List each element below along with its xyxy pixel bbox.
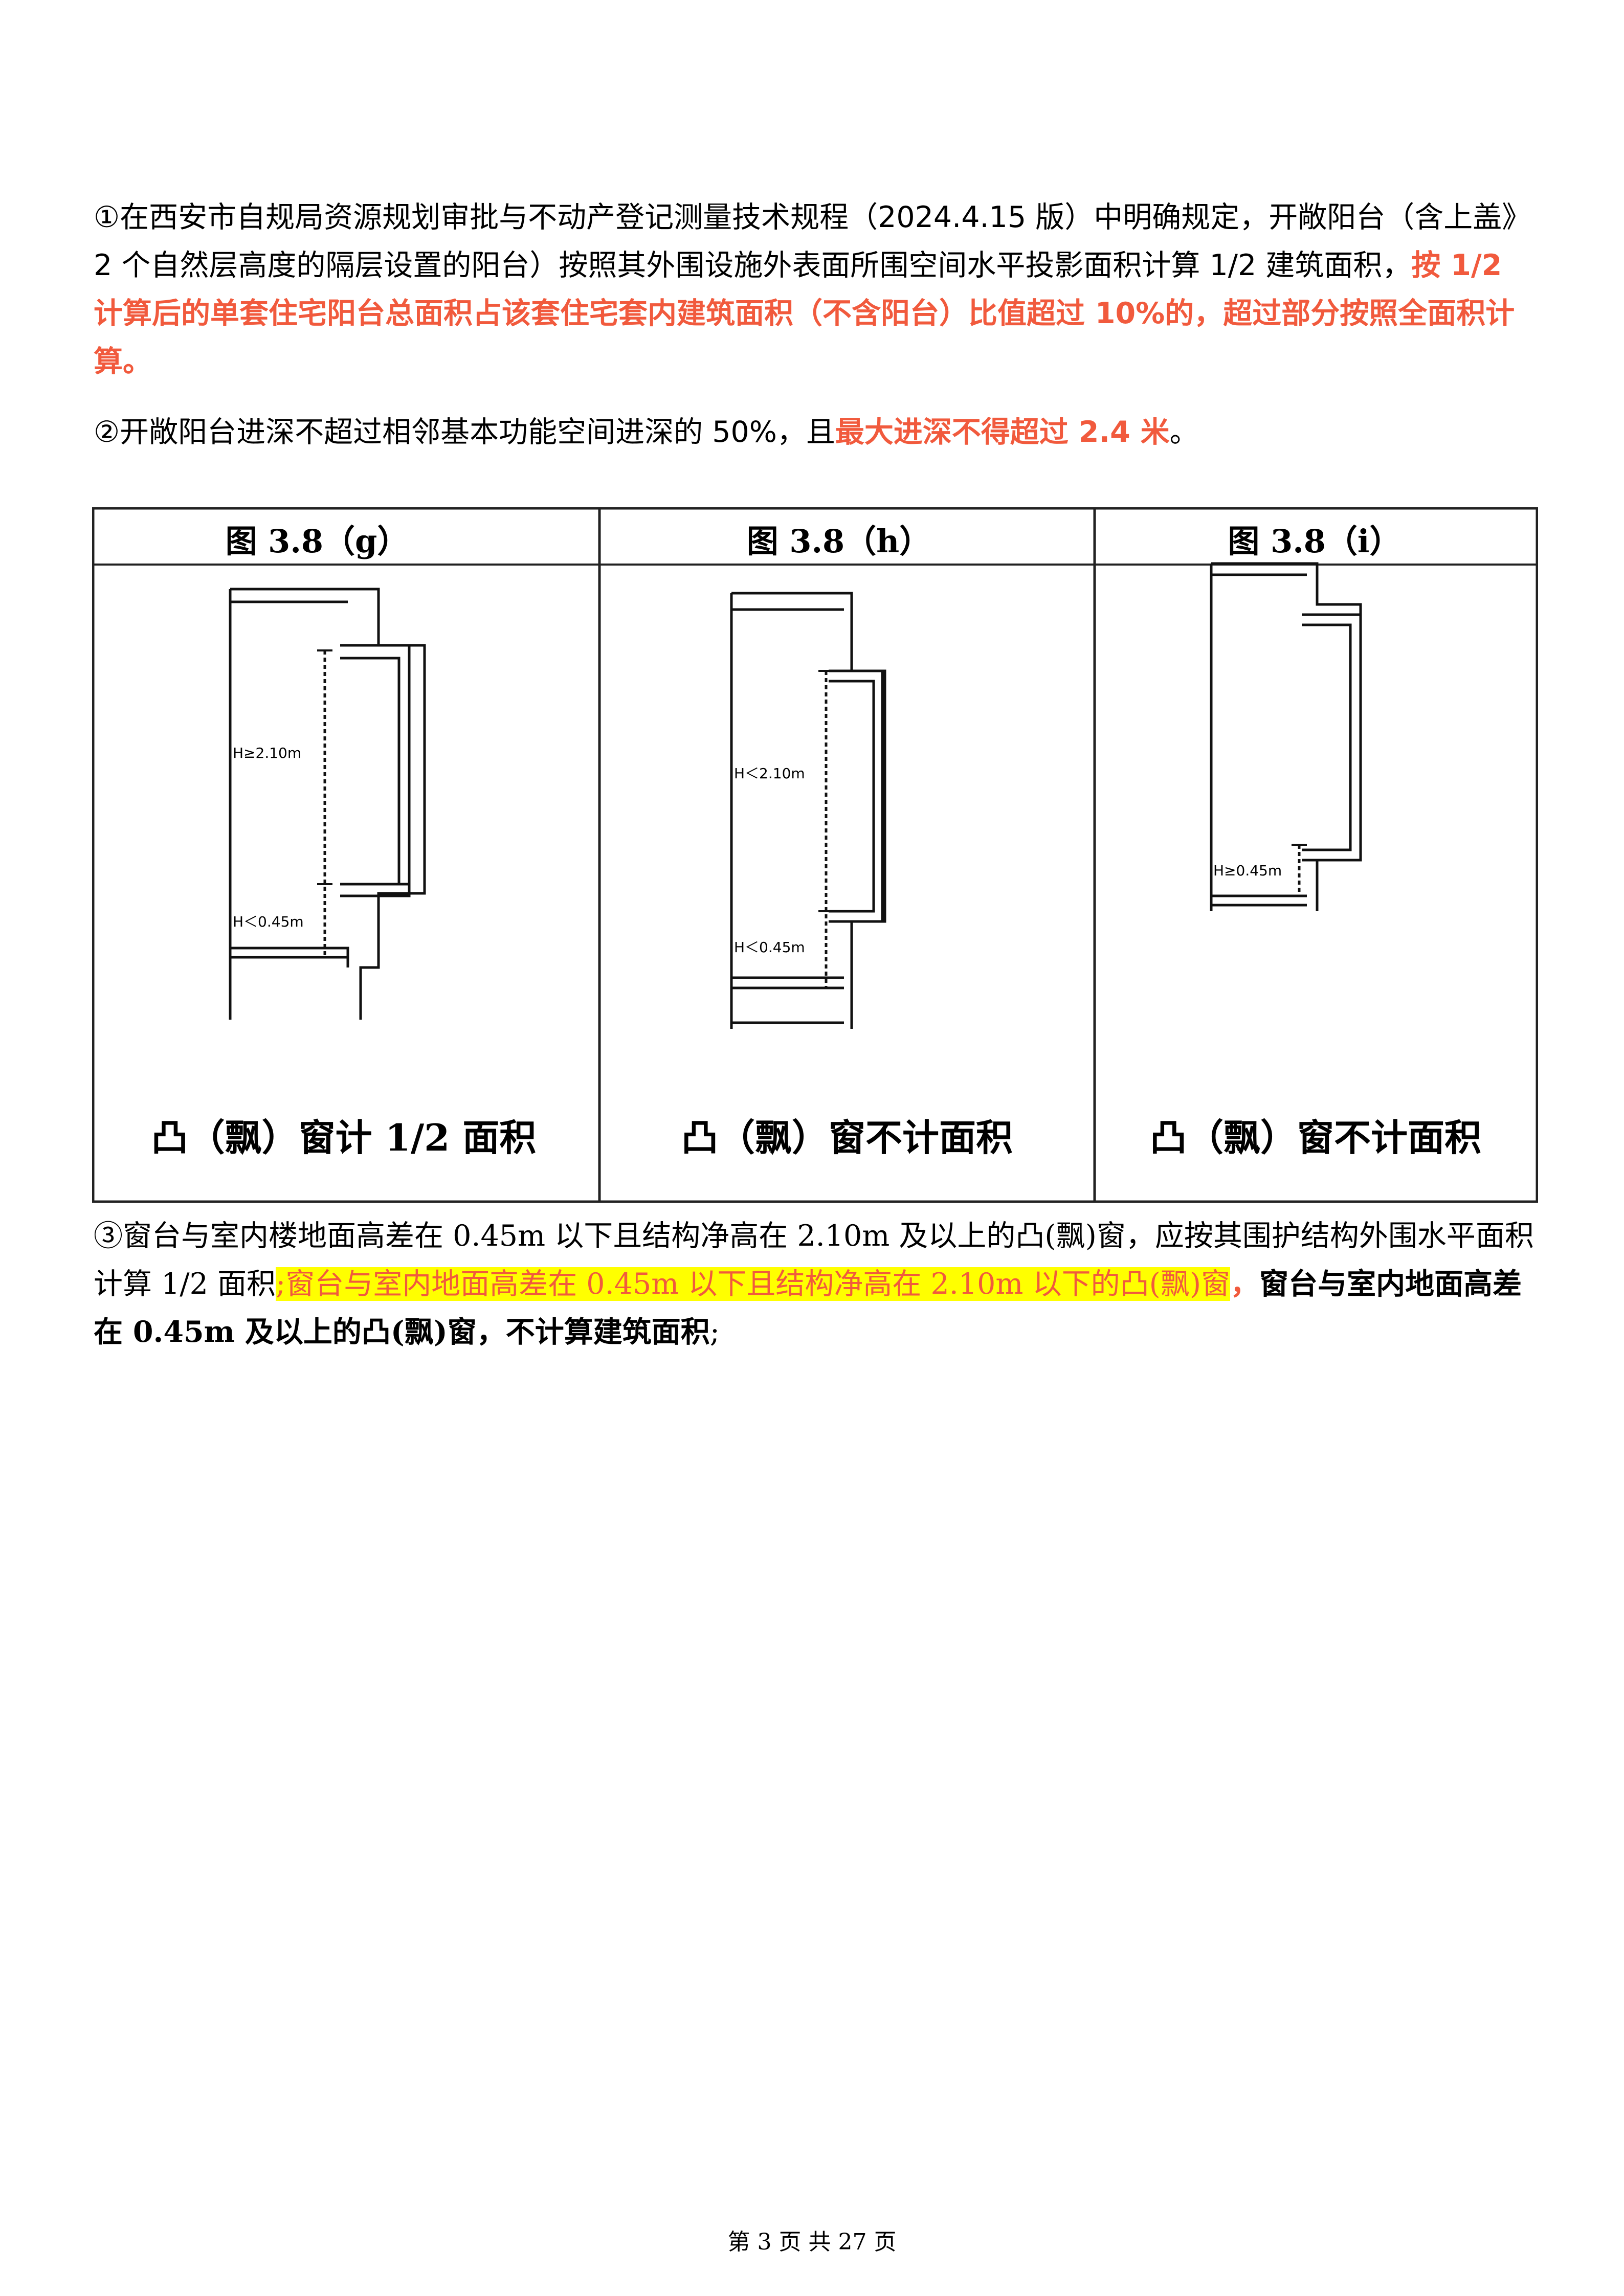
paragraph-highlight: 最大进深不得超过 2.4 米 (835, 415, 1170, 449)
bay-window-figure: 图 3.8（g） 图 3.8（h） 图 3.8（i） H≥2.10m H＜0.4… (92, 507, 1538, 1203)
dimension-label: H＜2.10m (734, 765, 805, 782)
panel-title-h: 图 3.8（h） (747, 523, 931, 560)
paragraph-bold: 窗台与室内地面高差在 0.45m 及以上的凸(飘)窗，不计算建筑面积 (94, 1267, 1522, 1349)
paragraph-highlight: 按 1/2 计算后的单套住宅阳台总面积占该套住宅套内建筑面积（不含阳台）比值超过… (94, 249, 1515, 378)
section-drawing-i (1210, 562, 1362, 911)
panel-title-g: 图 3.8（g） (226, 523, 409, 560)
paragraph-highlight: ;窗台与室内地面高差在 0.45m 以下且结构净高在 2.10m 以下的凸(飘)… (275, 1267, 1231, 1301)
paragraph-end: 。 (123, 345, 152, 378)
dimension-label: H＜0.45m (233, 913, 304, 930)
section-drawing-h (730, 592, 886, 1029)
page-number-footer: 第 3 页 共 27 页 (727, 2229, 897, 2255)
dimension-label: H≥2.10m (233, 745, 301, 761)
section-drawing-g (229, 588, 426, 1020)
paragraph-balcony-rule: ①在西安市自规局资源规划审批与不动产登记测量技术规程（2024.4.15 版）中… (94, 193, 1536, 386)
paragraph-comma: ， (1230, 1267, 1260, 1301)
panel-title-i: 图 3.8（i） (1228, 523, 1401, 560)
paragraph-text: ③窗台与室内楼地面高差在 0.45m 以下且结构净高在 2.10m 及以上的凸(… (94, 1219, 1534, 1301)
paragraph-text: ②开敞阳台进深不超过相邻基本功能空间进深的 50%，且 (94, 415, 835, 449)
paragraph-end: 。 (1169, 415, 1199, 449)
paragraph-balcony-depth: ②开敞阳台进深不超过相邻基本功能空间进深的 50%，且最大进深不得超过 2.4 … (94, 408, 1536, 456)
panel-caption-h: 凸（飘）窗不计面积 (681, 1116, 1013, 1159)
paragraph-end: ; (709, 1315, 720, 1349)
paragraph-text: ①在西安市自规局资源规划审批与不动产登记测量技术规程（2024.4.15 版）中… (94, 200, 1531, 282)
paragraph-bay-window-rule: ③窗台与室内楼地面高差在 0.45m 以下且结构净高在 2.10m 及以上的凸(… (94, 1212, 1536, 1356)
panel-caption-g: 凸（飘）窗计 1/2 面积 (151, 1116, 537, 1159)
panel-caption-i: 凸（飘）窗不计面积 (1150, 1116, 1481, 1159)
dimension-label: H≥0.45m (1213, 862, 1282, 879)
dimension-label: H＜0.45m (734, 939, 805, 956)
